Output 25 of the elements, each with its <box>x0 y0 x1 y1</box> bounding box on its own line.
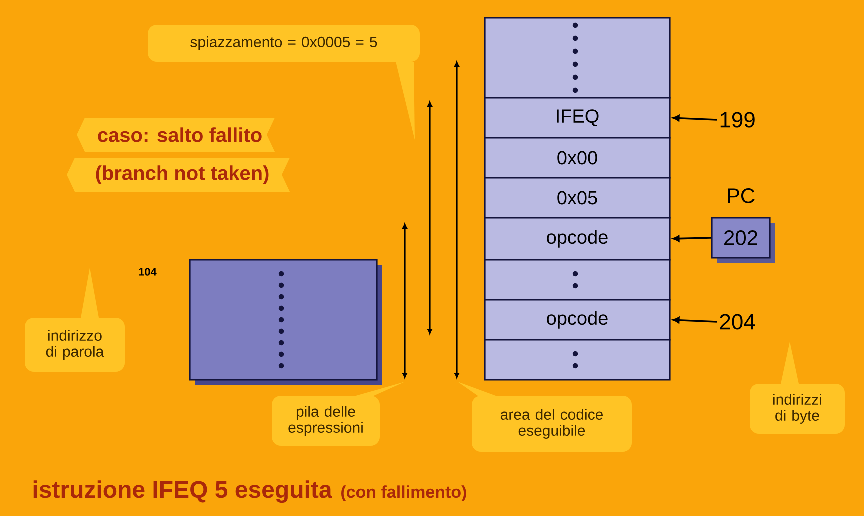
arrow <box>673 317 718 324</box>
memory-cell <box>484 339 671 381</box>
banner: (branch not taken) <box>67 158 290 192</box>
node-label: PC <box>728 188 755 204</box>
address-label: 204 <box>720 314 756 330</box>
register-box: 202 PC <box>711 188 775 263</box>
memory-cell: 0x00 <box>484 137 671 179</box>
memory-cell <box>484 259 671 301</box>
stack-box: 104 <box>139 259 382 385</box>
subtitle: (con fallimento) <box>342 486 466 502</box>
callout-bubble: area del codice eseguibile <box>458 382 632 452</box>
arrow <box>673 115 718 122</box>
arrow <box>673 236 712 242</box>
memory-cell: IFEQ <box>484 97 671 139</box>
memory-cell: 0x05 <box>484 177 671 219</box>
memory-cell: opcode <box>484 299 671 341</box>
memory-cell <box>484 17 671 99</box>
callout-bubble: pila delle espressioni <box>272 382 405 446</box>
memory-cell: opcode <box>484 217 671 261</box>
title: istruzione IFEQ 5 eseguita <box>34 480 332 504</box>
callout-bubble: indirizzi di byte <box>750 342 845 434</box>
banner: caso: salto fallito <box>77 118 275 152</box>
callout-bubble: indirizzo di parola <box>25 268 125 372</box>
node-label: 104 <box>139 268 157 276</box>
address-label: 199 <box>720 112 755 128</box>
